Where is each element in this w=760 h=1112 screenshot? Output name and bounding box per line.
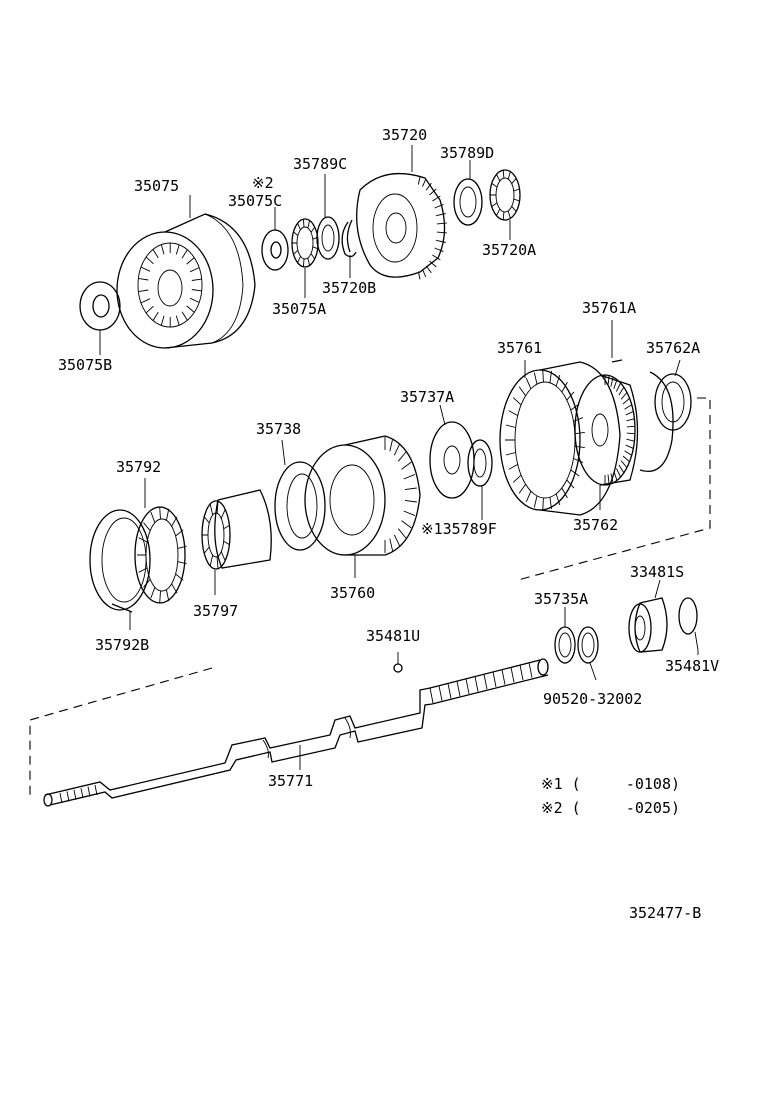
gear-35762: [574, 374, 639, 486]
washer-35737a: [429, 421, 475, 499]
label-35075a: 35075A: [272, 300, 327, 318]
label-35792: 35792: [116, 458, 162, 476]
ring-35720b: [341, 219, 357, 258]
label-35720b: 35720B: [322, 279, 377, 297]
race-35789d: [453, 178, 483, 226]
leader-lines: [99, 145, 699, 770]
label-35760: 35760: [330, 584, 376, 602]
washer-35075c: [261, 229, 289, 271]
label-35797: 35797: [193, 602, 239, 620]
label-35762: 35762: [573, 516, 619, 534]
label-35771: 35771: [268, 772, 314, 790]
bearing-35738: [274, 461, 326, 551]
clutch-drum-35075: [116, 213, 256, 349]
label-35481u: 35481U: [366, 627, 421, 645]
ring-35481v: [678, 597, 699, 651]
label-35789d: 35789D: [440, 144, 495, 162]
note-2: ※2 ( -0205): [541, 799, 680, 817]
carrier-35720: [356, 172, 447, 280]
ring-35792b: [89, 509, 151, 613]
diagram-code: 352477-B: [629, 904, 702, 922]
collar-33481s: [628, 597, 668, 653]
label-35792b: 35792B: [95, 636, 150, 654]
clutch-35792: [134, 506, 187, 604]
ring-gear-35761: [499, 359, 623, 516]
label-35789c: 35789C: [293, 155, 348, 173]
label-35720a: 35720A: [482, 241, 537, 259]
label-35761a: 35761A: [582, 299, 637, 317]
bearing-35720a: [489, 169, 521, 221]
label-35737a: 35737A: [400, 388, 455, 406]
washer-35075b: [79, 281, 121, 331]
label-35738: 35738: [256, 420, 302, 438]
label-35761: 35761: [497, 339, 543, 357]
label-35075b: 35075B: [58, 356, 113, 374]
dashed-assembly-lines: [29, 397, 711, 800]
label-35720: 35720: [382, 126, 428, 144]
label-33481s: 33481S: [630, 563, 685, 581]
sleeve-35797: [201, 489, 272, 570]
label-35789f: ※135789F: [421, 520, 497, 538]
race-35789c: [316, 216, 340, 260]
label-35735a: 35735A: [534, 590, 589, 608]
label-90520-32002: 90520-32002: [543, 690, 643, 708]
ring-35762a: [639, 371, 692, 472]
planetary-gear-35760: [304, 435, 421, 556]
label-35075: 35075: [134, 177, 180, 195]
rings-35735a-90520: [554, 626, 599, 681]
shaft-35771: [43, 658, 549, 807]
label-35075c: 35075C: [228, 192, 283, 210]
label-35481v: 35481V: [665, 657, 720, 675]
bearing-35075a: [291, 218, 319, 268]
race-35789f: [467, 439, 493, 487]
label-35762a: 35762A: [646, 339, 701, 357]
label-35075c-mark: ※2: [252, 174, 274, 192]
note-1: ※1 ( -0108): [541, 775, 680, 793]
ball-35481u: [393, 652, 403, 673]
